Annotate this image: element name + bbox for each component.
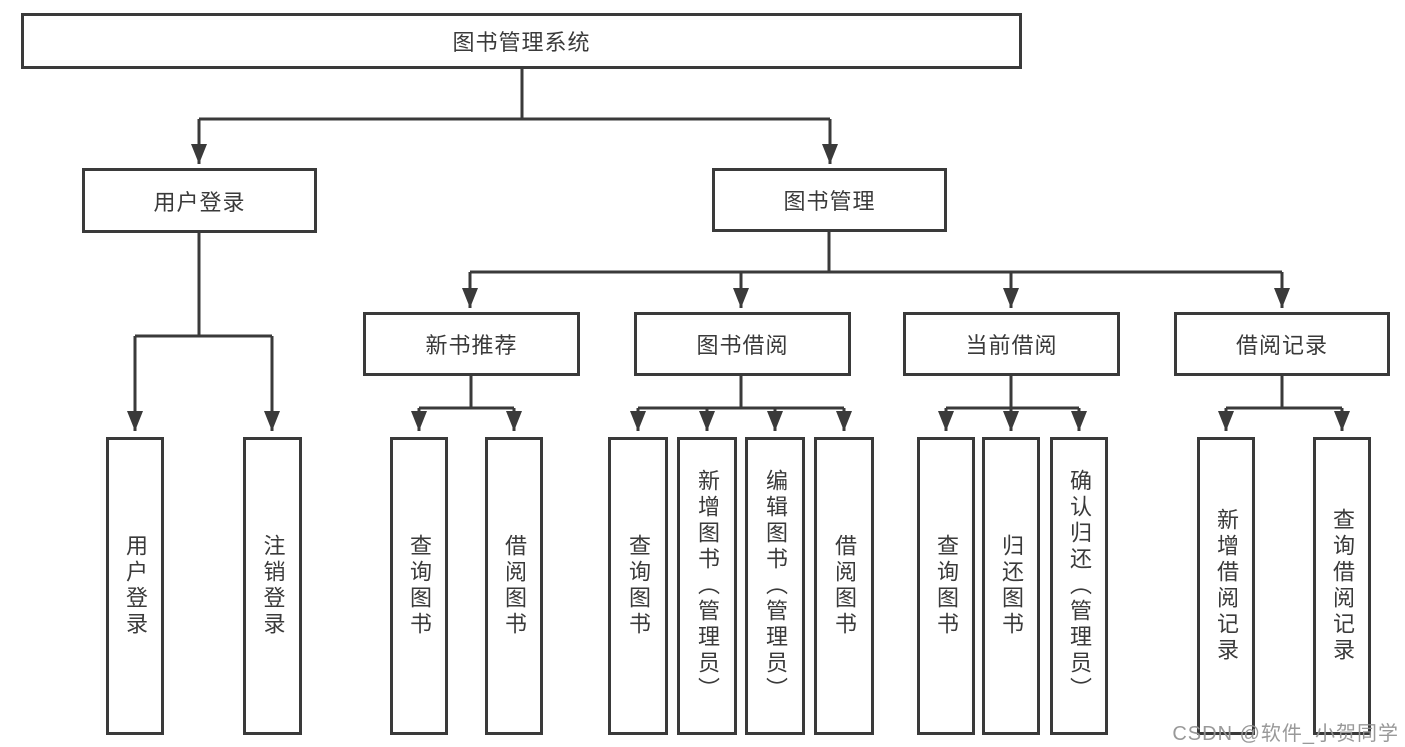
node-book-borrow: 图书借阅 (634, 312, 851, 376)
leaf-return-books: 归还图书 (982, 437, 1040, 735)
node-library-management-system: 图书管理系统 (21, 13, 1022, 69)
leaf-borrow-books: 借阅图书 (814, 437, 874, 735)
leaf-add-books-admin: 新增图书（管理员） (677, 437, 737, 735)
leaf-edit-books-admin: 编辑图书（管理员） (745, 437, 805, 735)
leaf-query-borrow-record: 查询借阅记录 (1313, 437, 1371, 735)
node-new-book-recommend: 新书推荐 (363, 312, 580, 376)
csdn-watermark: CSDN @软件_小贺同学 (1172, 723, 1399, 745)
leaf-query-books-recommend: 查询图书 (390, 437, 448, 735)
leaf-add-borrow-record: 新增借阅记录 (1197, 437, 1255, 735)
leaf-borrow-books-recommend: 借阅图书 (485, 437, 543, 735)
leaf-query-books-borrow: 查询图书 (608, 437, 668, 735)
node-user-login: 用户登录 (82, 168, 317, 233)
leaf-logout: 注销登录 (243, 437, 302, 735)
node-borrow-records: 借阅记录 (1174, 312, 1390, 376)
node-current-borrow: 当前借阅 (903, 312, 1120, 376)
node-book-management: 图书管理 (712, 168, 947, 232)
leaf-confirm-return-admin: 确认归还（管理员） (1050, 437, 1108, 735)
leaf-query-books-current: 查询图书 (917, 437, 975, 735)
leaf-user-login: 用户登录 (106, 437, 164, 735)
